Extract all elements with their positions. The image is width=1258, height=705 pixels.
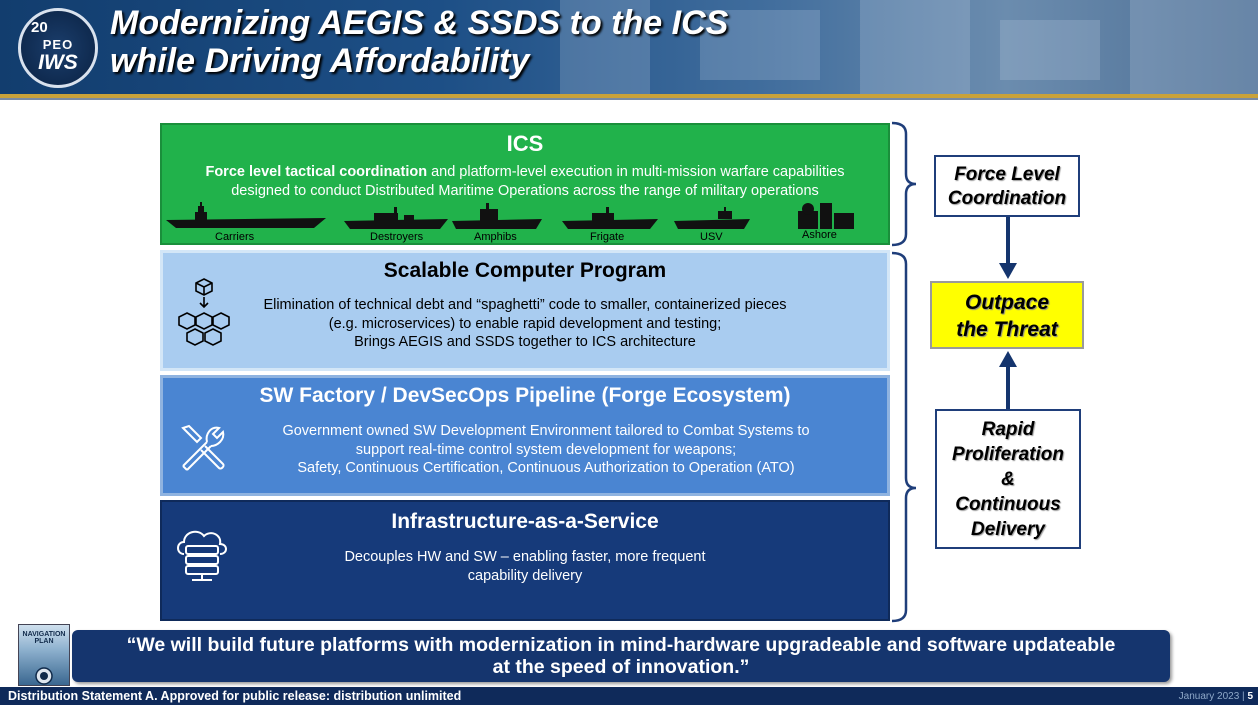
outpace-threat-box: Outpace the Threat [930, 281, 1084, 349]
outpace-line1: Outpace [964, 291, 1050, 314]
rapid-line1: Rapid [981, 419, 1035, 440]
scp-line2: (e.g. microservices) to enable rapid dev… [328, 315, 722, 332]
usv-icon [674, 207, 750, 229]
scp-line3: Brings AEGIS and SSDS together to ICS ar… [354, 334, 696, 350]
containers-icon [178, 278, 230, 346]
rapid-proliferation-box: Rapid Proliferation & Continuous Deliver… [935, 409, 1081, 549]
swf-body: Government owned SW Development Environm… [233, 422, 859, 478]
logo-line2: IWS [38, 51, 78, 74]
bottom-bracket [891, 251, 917, 623]
sw-factory-layer: SW Factory / DevSecOps Pipeline (Forge E… [160, 375, 890, 496]
down-arrow-icon [999, 217, 1017, 279]
cloud-server-icon [177, 530, 227, 581]
outpace-line2: the Threat [956, 318, 1058, 341]
flc-line2: Coordination [947, 188, 1067, 209]
rapid-line4: Continuous [955, 494, 1061, 515]
platform-amphibs: Amphibs [474, 231, 517, 243]
ics-heading: ICS [506, 131, 544, 156]
quote-banner: “We will build future platforms with mod… [72, 630, 1170, 682]
scalable-computer-program-layer: Scalable Computer Program Elimination of… [160, 250, 890, 371]
platform-frigate: Frigate [590, 231, 625, 243]
platform-ashore: Ashore [802, 229, 837, 241]
swf-line3: Safety, Continuous Certification, Contin… [297, 460, 795, 476]
header-banner [0, 0, 1258, 94]
iaas-body: Decouples HW and SW – enabling faster, m… [162, 548, 888, 585]
platform-destroyers: Destroyers [370, 231, 424, 243]
ics-body-line2: designed to conduct Distributed Maritime… [231, 182, 819, 199]
header-gold-rule [0, 94, 1258, 98]
scp-body: Elimination of technical debt and “spagh… [163, 296, 887, 352]
amphib-icon [452, 203, 542, 229]
destroyer-icon [344, 207, 448, 229]
iaas-line2: capability delivery [467, 567, 583, 584]
navy-seal-icon [35, 667, 53, 685]
quote-line2: at the speed of innovation.” [492, 656, 750, 678]
page-title-line2: while Driving Affordability [110, 42, 530, 80]
rapid-line3: & [1001, 469, 1015, 490]
up-arrow-icon [999, 351, 1017, 409]
ics-layer: ICS Force level tactical coordination an… [160, 123, 890, 245]
iaas-layer: Infrastructure-as-a-Service Decouples HW… [160, 500, 890, 621]
swf-line1: Government owned SW Development Environm… [282, 423, 810, 439]
logo-number: 20 [31, 19, 48, 36]
force-level-coordination-box: Force Level Coordination [934, 155, 1080, 217]
swf-line2: support real-time control system develop… [355, 441, 737, 458]
frigate-icon [562, 207, 658, 229]
iaas-heading: Infrastructure-as-a-Service [391, 510, 659, 533]
flc-line1: Force Level [954, 164, 1060, 185]
logo-line1: PEO [42, 37, 74, 52]
ics-body-rest: and platform-level execution in multi-mi… [427, 164, 845, 180]
swf-heading: SW Factory / DevSecOps Pipeline (Forge E… [259, 384, 791, 407]
platform-usv: USV [700, 231, 723, 243]
ashore-icon [798, 203, 854, 229]
header-gray-rule [0, 98, 1258, 100]
footer-date-page: January 2023 | 5 [1179, 691, 1253, 702]
tools-icon [181, 424, 225, 471]
peo-iws-logo: 20 PEO IWS [18, 8, 98, 88]
scp-heading: Scalable Computer Program [383, 259, 667, 282]
quote-line1: “We will build future platforms with mod… [126, 634, 1116, 656]
top-bracket [891, 121, 917, 247]
iaas-line1: Decouples HW and SW – enabling faster, m… [344, 549, 706, 565]
page-title-line1: Modernizing AEGIS & SSDS to the ICS [110, 4, 729, 42]
carrier-icon [166, 202, 326, 228]
footer-date: January 2023 | [1178, 691, 1245, 702]
scp-line1: Elimination of technical debt and “spagh… [263, 297, 787, 313]
ics-body-bold: Force level tactical coordination [205, 164, 428, 180]
platform-carriers: Carriers [215, 231, 255, 243]
rapid-line2: Proliferation [952, 444, 1064, 465]
distribution-statement: Distribution Statement A. Approved for p… [8, 689, 462, 703]
ics-body: Force level tactical coordination and pl… [162, 163, 888, 200]
navplan-label: NAVIGATION PLAN [22, 631, 66, 645]
page-number: 5 [1247, 691, 1253, 702]
rapid-line5: Delivery [971, 519, 1045, 540]
navigation-plan-thumbnail: NAVIGATION PLAN [18, 624, 70, 686]
footer-bar [0, 687, 1258, 705]
